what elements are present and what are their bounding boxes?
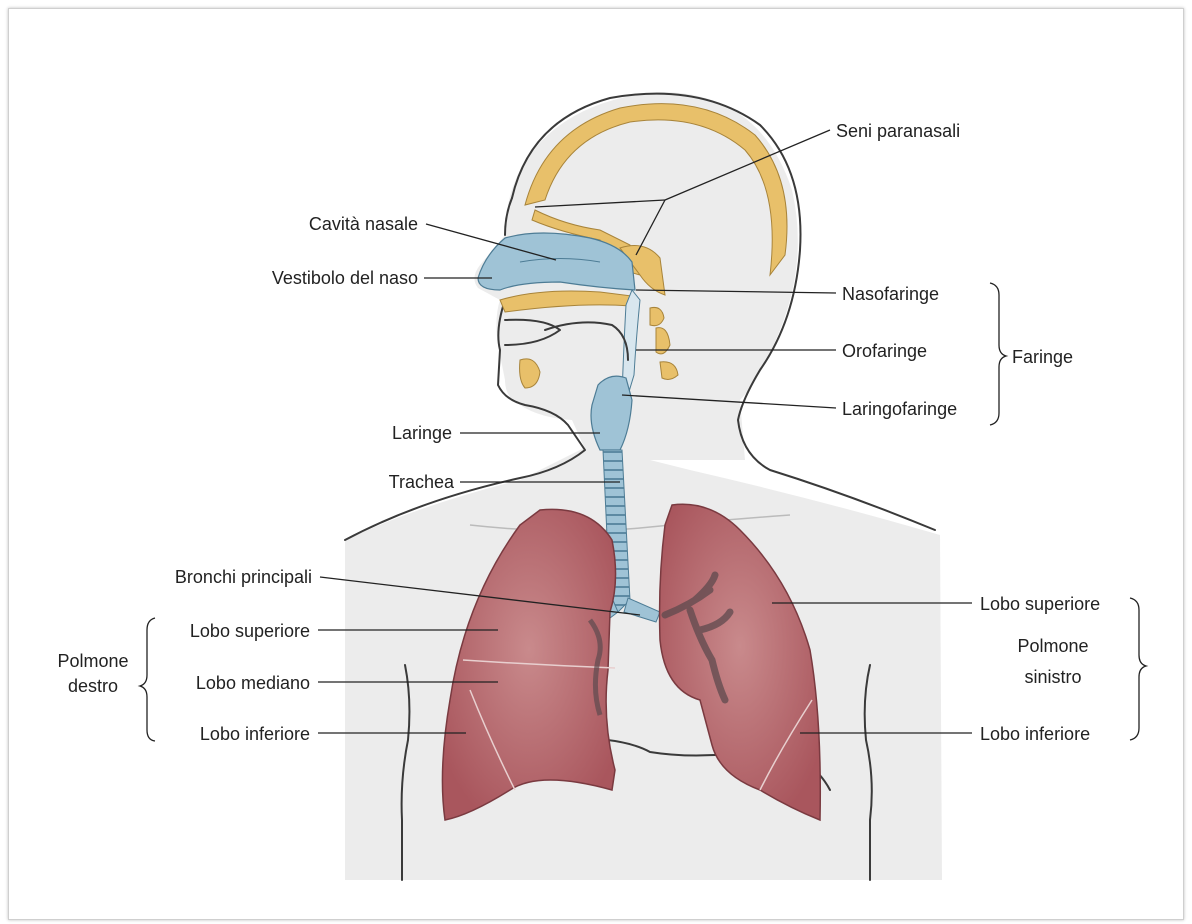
label-lobo-mediano: Lobo mediano [196,673,310,693]
label-lobo-superiore-sinistro: Lobo superiore [980,594,1100,614]
label-trachea: Trachea [389,472,455,492]
label-polmone-sinistro-line1: Polmone [1017,636,1088,656]
label-laringofaringe: Laringofaringe [842,399,957,419]
label-orofaringe: Orofaringe [842,341,927,361]
label-polmone-destro-line2: destro [68,676,118,696]
label-vestibolo-naso: Vestibolo del naso [272,268,418,288]
label-polmone-destro-line1: Polmone [57,651,128,671]
label-faringe: Faringe [1012,347,1073,367]
label-nasofaringe: Nasofaringe [842,284,939,304]
label-polmone-sinistro-line2: sinistro [1024,667,1081,687]
label-cavita-nasale: Cavità nasale [309,214,418,234]
label-lobo-inferiore-destro: Lobo inferiore [200,724,310,744]
label-bronchi-principali: Bronchi principali [175,567,312,587]
label-lobo-superiore-destro: Lobo superiore [190,621,310,641]
label-seni-paranasali: Seni paranasali [836,121,960,141]
label-lobo-inferiore-sinistro: Lobo inferiore [980,724,1090,744]
label-laringe: Laringe [392,423,452,443]
